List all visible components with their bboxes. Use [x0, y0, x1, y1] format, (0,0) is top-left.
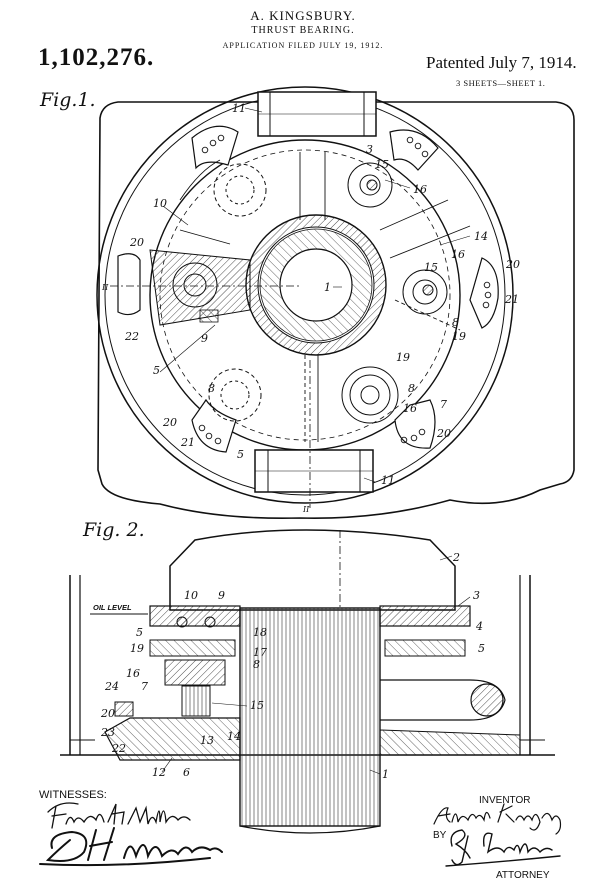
callout-f1-21-lower: 21	[180, 436, 195, 449]
callout-f1-19-right: 19	[452, 330, 466, 343]
section-mark-bottom: II	[302, 505, 310, 514]
callout-f2-24: 24	[104, 680, 119, 693]
callout-f1-15-top: 15	[375, 158, 389, 171]
callout-f1-19-lower: 19	[396, 351, 410, 364]
callout-f2-14: 14	[227, 730, 241, 743]
section-mark-left: II	[101, 283, 109, 292]
by-label: BY	[433, 830, 447, 841]
callout-f2-5-left: 5	[136, 626, 143, 639]
callout-f1-22: 22	[124, 330, 139, 343]
callout-f1-15-right: 15	[424, 261, 438, 274]
callout-f1-1: 1	[324, 281, 331, 294]
patent-number: 1,102,276.	[38, 44, 155, 71]
callout-f1-8-lower: 8	[408, 382, 415, 395]
callout-f1-16-right: 16	[451, 248, 465, 261]
callout-f1-20-lower-right: 20	[436, 427, 451, 440]
inventor-signature	[433, 803, 562, 835]
callout-f1-16-top: 16	[413, 183, 427, 196]
attorney-signature	[445, 829, 561, 867]
witnesses-label: WITNESSES:	[39, 789, 107, 801]
callout-f2-3: 3	[473, 589, 480, 602]
callout-f2-19: 19	[130, 642, 144, 655]
figure-2-label: Fig. 2.	[83, 519, 145, 541]
application-line: APPLICATION FILED JULY 19, 1912.	[222, 41, 384, 50]
callout-f1-16-lower: 16	[403, 402, 417, 415]
callout-f1-11-top: 11	[232, 102, 246, 115]
inventor-label: INVENTOR	[479, 795, 531, 806]
callout-f2-4: 4	[475, 620, 483, 633]
patented-date: Patented July 7, 1914.	[426, 53, 577, 72]
callout-f2-18: 18	[253, 626, 267, 639]
callout-f1-20-left: 20	[129, 236, 144, 249]
patent-subtitle: THRUST BEARING.	[251, 25, 355, 36]
callout-f1-5-left: 5	[153, 364, 160, 377]
callout-f2-9: 9	[218, 589, 225, 602]
callout-f2-17: 17	[253, 646, 267, 659]
callout-f1-7: 7	[440, 398, 447, 411]
callout-f2-13: 13	[200, 734, 214, 747]
witness-signature-2	[39, 827, 223, 867]
callout-f1-11-bottom: 11	[381, 474, 395, 487]
oil-level-label: OIL LEVEL	[93, 603, 132, 612]
callout-f2-1: 1	[382, 768, 389, 781]
callout-f2-5-right: 5	[478, 642, 485, 655]
callout-f1-5-lower: 5	[237, 448, 244, 461]
callout-f1-14: 14	[474, 230, 488, 243]
callout-f1-8-left: 8	[208, 382, 215, 395]
callout-f1-9: 9	[201, 332, 208, 345]
inventor-name: A. KINGSBURY.	[250, 8, 356, 23]
callout-f2-23: 23	[100, 726, 115, 739]
callout-f1-3: 3	[366, 143, 373, 156]
witness-signature-1	[47, 802, 191, 829]
callout-f1-20-lower-left: 20	[162, 416, 177, 429]
callout-f2-7: 7	[141, 680, 148, 693]
callout-f2-20: 20	[100, 707, 115, 720]
callout-f2-8: 8	[253, 658, 260, 671]
figure-1-label: Fig.1.	[40, 89, 96, 111]
callout-f2-15: 15	[250, 699, 264, 712]
attorney-label: ATTORNEY	[496, 870, 550, 881]
callout-f2-6: 6	[183, 766, 190, 779]
callout-f2-12: 12	[152, 766, 166, 779]
callout-f2-22: 22	[111, 742, 126, 755]
callout-f1-8-right: 8	[452, 316, 459, 329]
sheets-line: 3 SHEETS—SHEET 1.	[456, 78, 546, 88]
callout-f2-2: 2	[452, 551, 460, 564]
callout-f2-10: 10	[184, 589, 198, 602]
callout-f1-20-right: 20	[505, 258, 520, 271]
callout-f1-21-right: 21	[504, 293, 519, 306]
callout-f2-16: 16	[126, 667, 140, 680]
